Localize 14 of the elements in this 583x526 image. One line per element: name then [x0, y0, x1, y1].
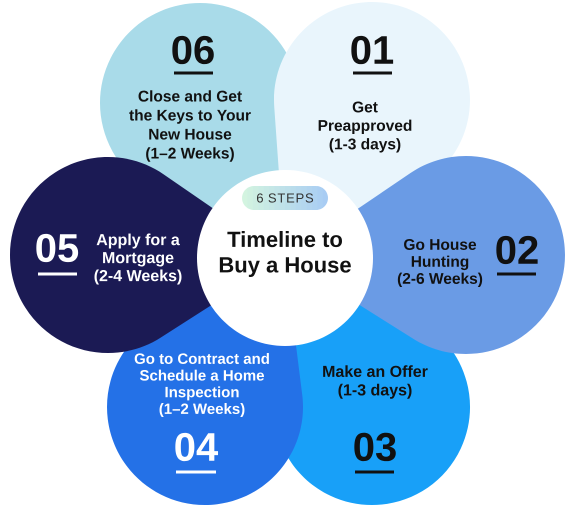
- step-label: Go House Hunting (2-6 Weeks): [398, 238, 482, 287]
- step-number: 04: [175, 432, 218, 462]
- badge-label: 6 STEPS: [256, 193, 314, 203]
- step-label: Close and Get the Keys to Your New House (1–2 Weeks): [129, 90, 251, 162]
- step-number: 03: [354, 432, 396, 462]
- title: Timeline to Buy a House: [220, 230, 351, 277]
- step-label: Make an Offer (1-3 days): [323, 365, 428, 399]
- step-label: Apply for a Mortgage (2-4 Weeks): [94, 234, 182, 284]
- step-label: Get Preapproved (1-3 days): [318, 101, 412, 152]
- step-number: 02: [496, 236, 538, 264]
- step-number: 01: [351, 36, 394, 64]
- step-label: Go to Contract and Schedule a Home Inspection (1–2 Weeks): [134, 352, 269, 418]
- step-number: 06: [172, 36, 214, 64]
- step-number: 05: [36, 234, 78, 262]
